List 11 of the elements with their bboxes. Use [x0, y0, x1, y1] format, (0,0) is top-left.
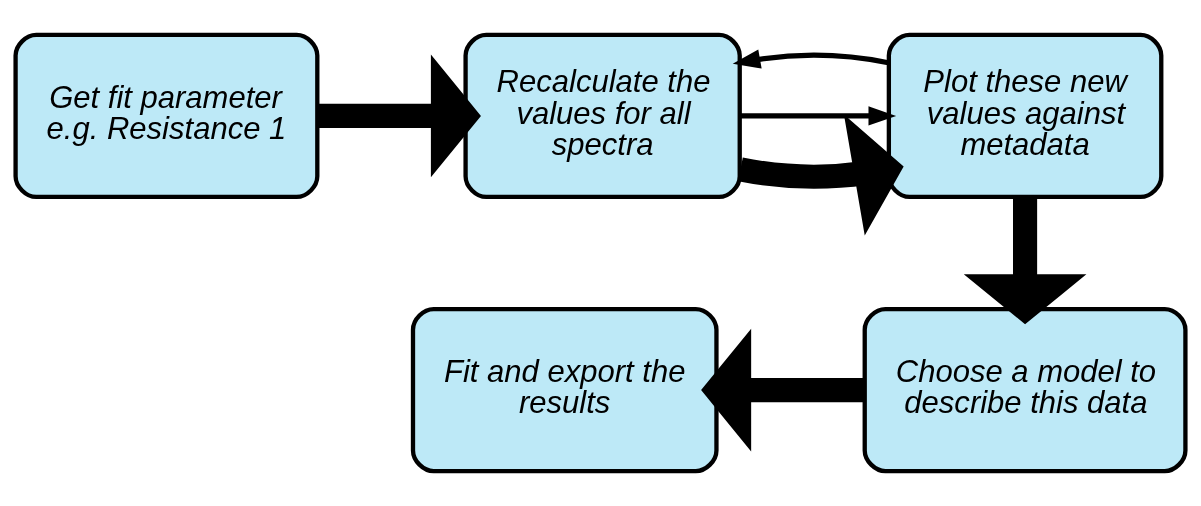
node-box: Recalculate the values for all spectra	[463, 32, 742, 200]
arrow	[738, 114, 904, 236]
arrow	[740, 106, 897, 126]
arrow	[963, 197, 1087, 325]
arrow	[318, 54, 481, 178]
node-box: Get fit parameter e.g. Resistance 1	[13, 32, 320, 200]
arrow	[701, 328, 865, 452]
arrow	[732, 49, 889, 69]
node-box: Choose a model to describe this data	[862, 306, 1188, 474]
node-box: Plot these new values against metadata	[886, 32, 1164, 200]
node-box: Fit and export the results	[410, 306, 719, 474]
